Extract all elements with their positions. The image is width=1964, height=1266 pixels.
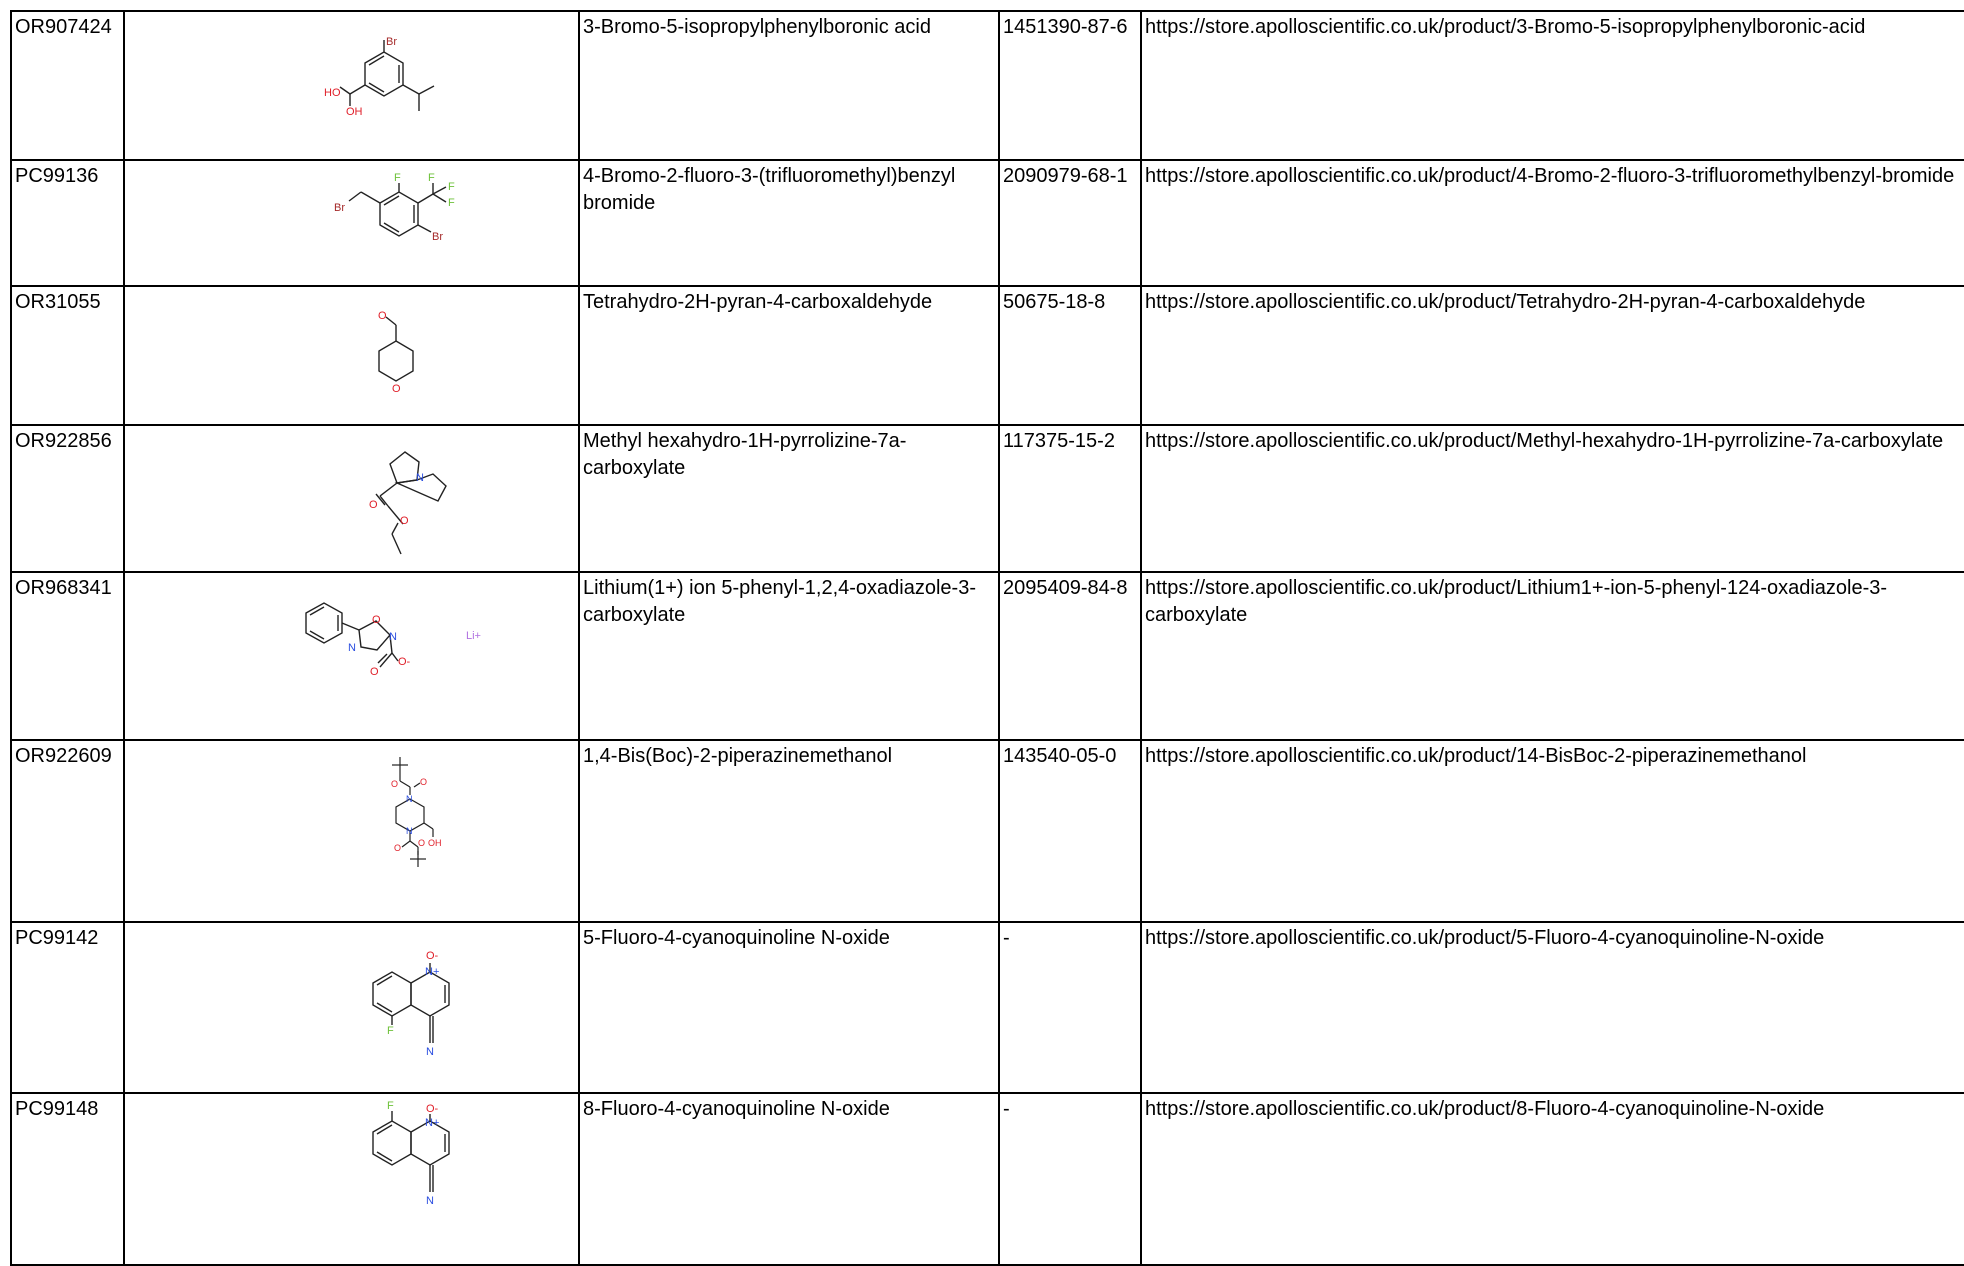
cas-number-cell[interactable]: 50675-18-8 <box>998 285 1142 426</box>
atom-label: N <box>426 1195 434 1207</box>
product-url-cell[interactable]: https://store.apolloscientific.co.uk/pro… <box>1140 10 1964 161</box>
atom-label: N+ <box>425 966 439 978</box>
atom-label: F <box>448 197 455 209</box>
structure-cell[interactable]: O N N O O- Li+ <box>123 571 580 741</box>
product-id-cell[interactable]: OR922609 <box>10 739 125 923</box>
atom-label: F <box>448 181 455 193</box>
product-url-cell[interactable]: https://store.apolloscientific.co.uk/pro… <box>1140 571 1964 741</box>
product-url-cell[interactable]: https://store.apolloscientific.co.uk/pro… <box>1140 159 1964 287</box>
product-url-cell[interactable]: https://store.apolloscientific.co.uk/pro… <box>1140 921 1964 1094</box>
table-row: PC99136 <box>10 159 1964 287</box>
cas-number-cell[interactable]: 143540-05-0 <box>998 739 1142 923</box>
atom-label: O- <box>426 950 439 962</box>
product-url-cell[interactable]: https://store.apolloscientific.co.uk/pro… <box>1140 1092 1964 1266</box>
atom-label: F <box>387 1025 394 1037</box>
atom-label: O <box>394 843 401 853</box>
product-name-cell[interactable]: Lithium(1+) ion 5-phenyl-1,2,4-oxadiazol… <box>578 571 1000 741</box>
cas-number-cell[interactable]: - <box>998 1092 1142 1266</box>
product-id-cell[interactable]: OR968341 <box>10 571 125 741</box>
structure-cell[interactable]: F O- N+ N <box>123 1092 580 1266</box>
atom-label: O <box>370 666 379 678</box>
atom-label: N <box>389 631 397 643</box>
product-id-cell[interactable]: PC99148 <box>10 1092 125 1266</box>
atom-label: F <box>428 172 435 184</box>
product-id-cell[interactable]: OR907424 <box>10 10 125 161</box>
atom-label: N <box>426 1046 434 1058</box>
table-row: OR968341 O N <box>10 571 1964 741</box>
structure-image: O- N+ F N <box>372 950 450 1058</box>
atom-label: N+ <box>425 1117 439 1129</box>
cas-number-cell[interactable]: 1451390-87-6 <box>998 10 1142 161</box>
atom-label: F <box>394 172 401 184</box>
atom-label: Br <box>386 36 397 48</box>
product-url-cell[interactable]: https://store.apolloscientific.co.uk/pro… <box>1140 285 1964 426</box>
atom-label: N <box>406 794 413 804</box>
structure-cell[interactable]: O O N N OH O O <box>123 739 580 923</box>
atom-label: O <box>369 499 378 511</box>
product-url-cell[interactable]: https://store.apolloscientific.co.uk/pro… <box>1140 424 1964 573</box>
atom-label: F <box>387 1100 394 1112</box>
atom-label: O- <box>426 1103 439 1115</box>
structure-cell[interactable]: O O <box>123 285 580 426</box>
atom-label: O <box>391 779 398 789</box>
atom-label: OH <box>428 838 442 848</box>
table-row: OR922856 N O O <box>10 424 1964 573</box>
product-name-cell[interactable]: Tetrahydro-2H-pyran-4-carboxaldehyde <box>578 285 1000 426</box>
atom-label: N <box>348 642 356 654</box>
table-row: PC99148 F O- N+ <box>10 1092 1964 1266</box>
atom-label: Br <box>334 202 345 214</box>
structure-cell[interactable]: Br HO OH <box>123 10 580 161</box>
structure-image: O O <box>378 310 414 395</box>
atom-label: O <box>418 838 425 848</box>
atom-label: N <box>406 826 413 836</box>
product-name-cell[interactable]: 5-Fluoro-4-cyanoquinoline N-oxide <box>578 921 1000 1094</box>
atom-label: OH <box>346 106 363 118</box>
structure-image: Br HO OH <box>324 36 435 118</box>
product-id-cell[interactable]: OR31055 <box>10 285 125 426</box>
cas-number-cell[interactable]: 2090979-68-1 <box>998 159 1142 287</box>
product-name-cell[interactable]: 8-Fluoro-4-cyanoquinoline N-oxide <box>578 1092 1000 1266</box>
table-row: OR31055 O O Tetrahydro-2H-pyran-4-carbox… <box>10 285 1964 426</box>
cas-number-cell[interactable]: - <box>998 921 1142 1094</box>
product-name-cell[interactable]: 4-Bromo-2-fluoro-3-(trifluoromethyl)benz… <box>578 159 1000 287</box>
cas-number-cell[interactable]: 117375-15-2 <box>998 424 1142 573</box>
product-name-cell[interactable]: 3-Bromo-5-isopropylphenylboronic acid <box>578 10 1000 161</box>
atom-label: Li+ <box>466 630 481 642</box>
structure-image: O O N N OH O O <box>391 757 442 867</box>
table-row: OR907424 <box>10 10 1964 161</box>
structure-image: F O- N+ N <box>372 1100 450 1207</box>
structure-cell[interactable]: O- N+ F N <box>123 921 580 1094</box>
product-name-cell[interactable]: 1,4-Bis(Boc)-2-piperazinemethanol <box>578 739 1000 923</box>
atom-label: N <box>416 472 424 484</box>
structure-cell[interactable]: Br F F F F Br <box>123 159 580 287</box>
product-name-cell[interactable]: Methyl hexahydro-1H-pyrrolizine-7a-carbo… <box>578 424 1000 573</box>
atom-label: O <box>400 515 409 527</box>
structure-cell[interactable]: N O O <box>123 424 580 573</box>
atom-label: Br <box>432 231 443 243</box>
atom-label: O <box>392 383 401 395</box>
product-id-cell[interactable]: PC99136 <box>10 159 125 287</box>
structure-image: O N N O O- Li+ <box>305 602 481 678</box>
atom-label: O <box>372 614 381 626</box>
table-row: OR922609 <box>10 739 1964 923</box>
atom-label: O- <box>398 656 411 668</box>
atom-label: HO <box>324 87 341 99</box>
table-row: PC99142 O- N+ F <box>10 921 1964 1094</box>
product-id-cell[interactable]: PC99142 <box>10 921 125 1094</box>
product-id-cell[interactable]: OR922856 <box>10 424 125 573</box>
product-url-cell[interactable]: https://store.apolloscientific.co.uk/pro… <box>1140 739 1964 923</box>
atom-label: O <box>378 310 387 322</box>
structure-image: Br F F F F Br <box>334 172 455 243</box>
atom-label: O <box>420 777 427 787</box>
cas-number-cell[interactable]: 2095409-84-8 <box>998 571 1142 741</box>
product-table: OR907424 <box>10 10 1964 1266</box>
structure-image: N O O <box>369 451 447 555</box>
